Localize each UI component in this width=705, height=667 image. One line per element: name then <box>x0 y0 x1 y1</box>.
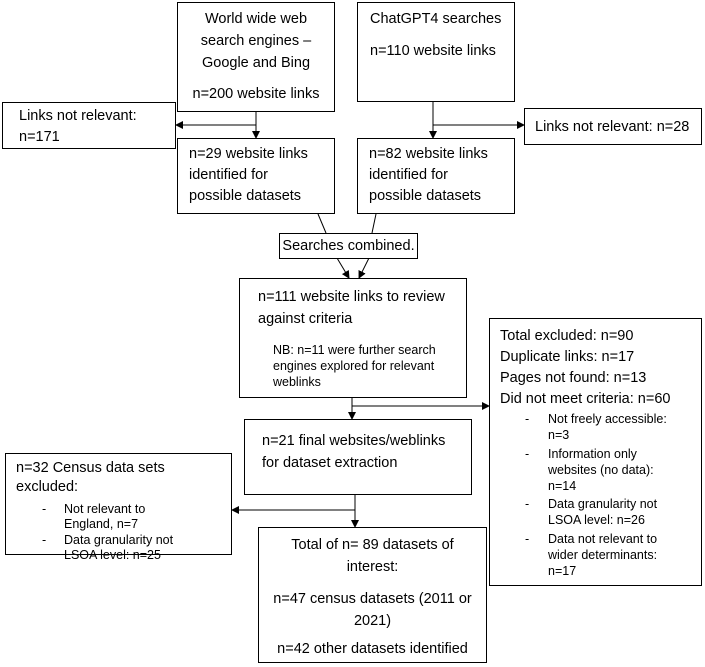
links-not-relevant-right-box: Links not relevant: n=28 <box>524 108 702 145</box>
arrow-combined-left <box>336 257 350 279</box>
excluded-bullet-marker-2: - <box>525 447 530 461</box>
excluded-bullet-2-line2: websites (no data): <box>548 463 654 477</box>
review-line2: against criteria <box>258 311 353 327</box>
web-identified-line3: possible datasets <box>189 188 302 204</box>
chatgpt-count: n=110 website links <box>370 43 496 59</box>
final-websites-line1: n=21 final websites/weblinks <box>262 433 446 449</box>
census-bullet-1-line2: England, n=7 <box>64 517 139 531</box>
total-line2: interest: <box>346 559 399 575</box>
excluded-line4: Did not meet criteria: n=60 <box>500 391 671 407</box>
web-search-line1: World wide web <box>204 11 308 27</box>
excluded-bullet-marker-4: - <box>525 532 530 546</box>
review-note-line1: NB: n=11 were further search <box>273 343 436 357</box>
line-web-to-combined <box>317 213 327 234</box>
excluded-bullet-4-line1: Data not relevant to <box>548 532 658 546</box>
links-not-relevant-left-line2: n=171 <box>19 129 60 145</box>
excluded-line2: Duplicate links: n=17 <box>500 349 635 365</box>
excluded-bullet-3-line1: Data granularity not <box>548 497 658 511</box>
excluded-bullet-marker-1: - <box>525 412 530 426</box>
census-bullet-1-line1: Not relevant to <box>64 502 146 516</box>
census-bullet-marker-1: - <box>42 502 47 516</box>
chatgpt-line1: ChatGPT4 searches <box>370 11 502 27</box>
census-excluded-line1: n=32 Census data sets <box>16 460 165 476</box>
excluded-bullet-4-line3: n=17 <box>548 564 577 578</box>
excluded-bullet-marker-3: - <box>525 497 530 511</box>
total-datasets-box: Total of n= 89 datasets of interest: n=4… <box>258 527 487 663</box>
total-line1: Total of n= 89 datasets of <box>291 537 454 553</box>
review-note-line3: weblinks <box>273 375 321 389</box>
final-websites-box: n=21 final websites/weblinks for dataset… <box>244 419 472 495</box>
excluded-bullet-2-line1: Information only <box>548 447 637 461</box>
excluded-bullet-1-line2: n=3 <box>548 428 570 442</box>
total-line3: n=47 census datasets (2011 or <box>273 591 472 607</box>
web-search-line3: Google and Bing <box>201 55 311 71</box>
chatgpt-identified-line2: identified for <box>369 167 448 183</box>
excluded-bullet-2-line3: n=14 <box>548 479 577 493</box>
review-box: n=111 website links to review against cr… <box>239 278 467 398</box>
census-excluded-box: n=32 Census data sets excluded: - Not re… <box>5 453 232 562</box>
review-line1: n=111 website links to review <box>258 289 445 305</box>
searches-combined-label: Searches combined. <box>282 238 415 254</box>
total-excluded-box: Total excluded: n=90 Duplicate links: n=… <box>489 318 702 586</box>
excluded-bullet-4-line2: wider determinants: <box>548 548 658 562</box>
excluded-line3: Pages not found: n=13 <box>500 370 647 386</box>
arrow-combined-right <box>358 257 370 279</box>
final-websites-line2: for dataset extraction <box>262 455 398 471</box>
total-line5: n=42 other datasets identified <box>277 641 468 657</box>
total-line4: 2021) <box>353 613 392 629</box>
chatgpt-identified-line1: n=82 website links <box>369 146 488 162</box>
excluded-bullet-3-line2: LSOA level: n=26 <box>548 513 645 527</box>
chatgpt-identified-box: n=82 website links identified for possib… <box>357 138 515 214</box>
excluded-line1: Total excluded: n=90 <box>500 328 634 344</box>
web-identified-line1: n=29 website links <box>189 146 308 162</box>
web-search-line2: search engines – <box>200 33 312 49</box>
web-identified-box: n=29 website links identified for possib… <box>177 138 335 214</box>
line-chatgpt-to-combined <box>371 213 377 234</box>
review-note-line2: engines explored for relevant <box>273 359 435 373</box>
web-search-box: World wide web search engines – Google a… <box>177 2 335 112</box>
links-not-relevant-left-line1: Links not relevant: <box>19 108 137 124</box>
census-bullet-2-line2: LSOA level: n=25 <box>64 548 161 562</box>
web-identified-line2: identified for <box>189 167 268 183</box>
chatgpt-identified-line3: possible datasets <box>369 188 482 204</box>
census-bullet-2-line1: Data granularity not <box>64 533 174 547</box>
census-bullet-marker-2: - <box>42 533 47 547</box>
chatgpt-box: ChatGPT4 searches n=110 website links <box>357 2 515 102</box>
searches-combined-box: Searches combined. <box>279 233 418 259</box>
census-excluded-line2: excluded: <box>16 479 79 495</box>
links-not-relevant-left-box: Links not relevant: n=171 <box>2 102 176 149</box>
links-not-relevant-right-line1: Links not relevant: n=28 <box>535 119 690 135</box>
web-search-count: n=200 website links <box>192 86 320 102</box>
excluded-bullet-1-line1: Not freely accessible: <box>548 412 667 426</box>
